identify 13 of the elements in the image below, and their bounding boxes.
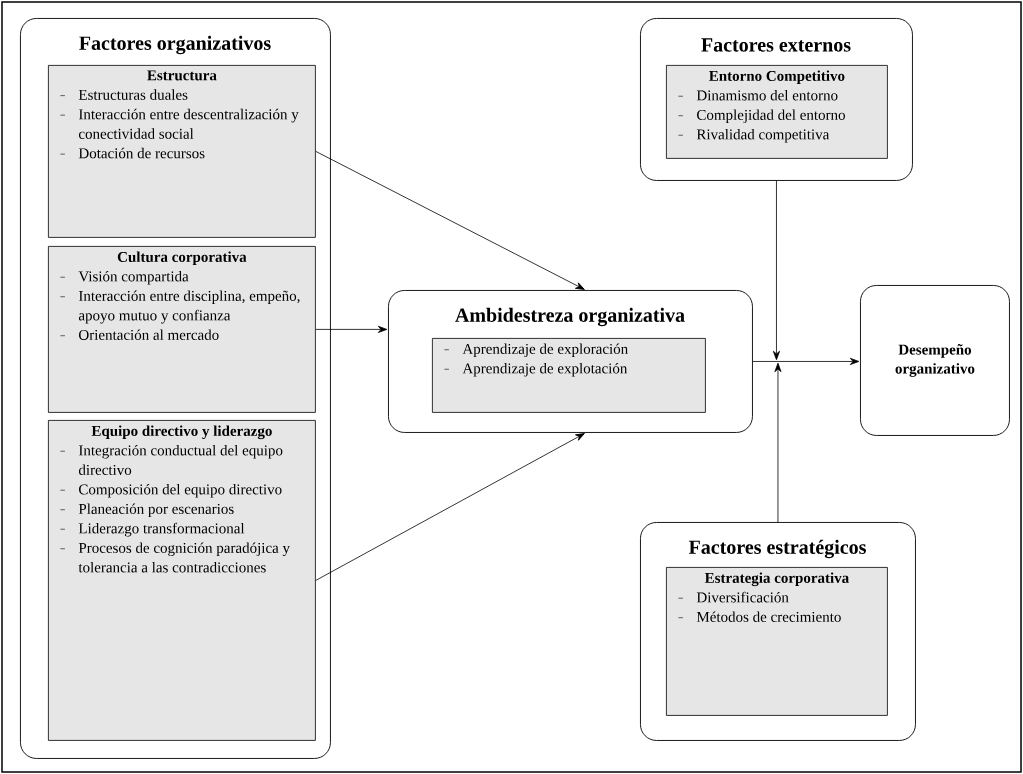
factor-box: Estructura Estructuras duales Interacción entre descentralización y conectividad social Dotación de recursos — [48, 65, 316, 238]
factor-box: Cultura corporativa Visión compartida Interacción entre disciplina, empeño, apoyo mutuo y confianza Orientación al mercado — [48, 246, 316, 413]
arrow — [315, 433, 585, 581]
factor-box: Entorno Competitivo Dinamismo del entorno Complejidad del entorno Rivalidad competitiva — [666, 65, 888, 159]
arrow — [774, 362, 782, 523]
arrow — [315, 151, 585, 290]
outcome-box: Desempeño organizativo — [860, 285, 1010, 436]
arrow — [772, 180, 780, 361]
arrow — [315, 325, 388, 333]
factor-box: Estrategia corporativa Diversificación Métodos de crecimiento — [666, 567, 888, 716]
list-box: Aprendizaje de exploración Aprendizaje de explotación — [432, 338, 706, 413]
factor-box: Equipo directivo y liderazgo Integración conductual del equipo directivo Composición del equipo directivo Planeación por escenarios Liderazgo transformacional Procesos de cognición paradójica y tolerancia a las contradicciones — [48, 420, 316, 741]
arrow — [752, 357, 860, 365]
